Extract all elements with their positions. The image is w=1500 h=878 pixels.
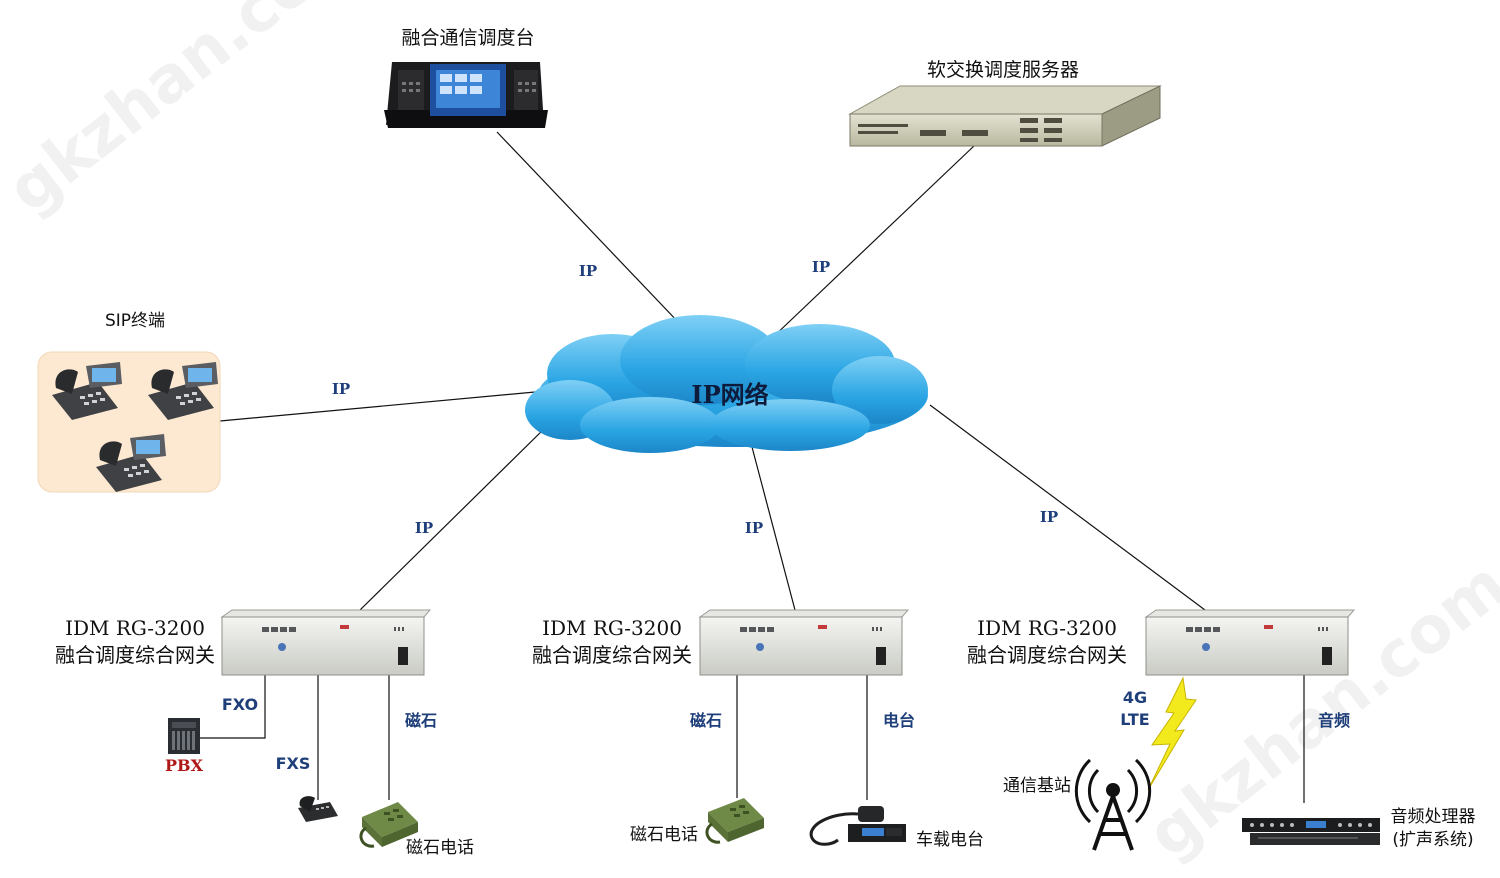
base-station-label: 通信基站 xyxy=(1003,776,1071,796)
softswitch-server: 软交换调度服务器 xyxy=(848,59,1162,147)
gateway-1-model: IDM RG-3200 xyxy=(65,616,205,640)
fxs-phone-icon xyxy=(298,796,338,822)
pbx-label: PBX xyxy=(165,756,204,775)
gateway-1 xyxy=(220,609,432,676)
gateway-1-desc: 融合调度综合网关 xyxy=(55,643,215,667)
vehicle-radio-label: 车载电台 xyxy=(916,830,984,850)
sip-terminals: SIP终端 xyxy=(37,311,221,493)
audio-label: 音频 xyxy=(1318,711,1350,730)
sip-phone-icon xyxy=(148,362,218,420)
link-server-cloud xyxy=(769,144,976,341)
vehicle-radio-icon xyxy=(809,806,906,846)
lte-label-line1: 4G xyxy=(1123,688,1147,707)
magneto-phone-1-label: 磁石电话 xyxy=(406,838,474,858)
gw1-magneto-label: 磁石 xyxy=(405,711,437,730)
connection-lines xyxy=(200,131,1305,803)
link-gw1-cloud xyxy=(359,424,549,611)
wireless-link-icon xyxy=(1147,676,1197,791)
link-console-cloud xyxy=(496,131,701,346)
audio-processor-icon xyxy=(1242,818,1380,845)
ip-network-cloud: IP网络 xyxy=(525,315,928,453)
magneto-phone-2-icon xyxy=(705,798,764,844)
gateway-labels: IDM RG-3200 融合调度综合网关 IDM RG-3200 融合调度综合网… xyxy=(55,616,1127,667)
gateway-2-model: IDM RG-3200 xyxy=(542,616,682,640)
sip-label: SIP终端 xyxy=(105,311,165,331)
magneto-phone-2-label: 磁石电话 xyxy=(630,825,698,845)
base-station-icon xyxy=(1074,758,1152,851)
magneto-phone-1-icon xyxy=(359,802,418,848)
link-gw3-cloud xyxy=(929,404,1206,611)
gateway-3 xyxy=(1144,609,1356,676)
ip-link-labels: IP IP IP IP IP IP xyxy=(332,258,1058,537)
gateway-2-desc: 融合调度综合网关 xyxy=(532,643,692,667)
link-sip-cloud xyxy=(219,391,536,422)
dispatch-console: 融合通信调度台 xyxy=(384,27,548,128)
cloud-label: IP网络 xyxy=(691,380,768,409)
sip-phone-icon xyxy=(52,362,122,420)
ip-label-gw2: IP xyxy=(745,519,763,537)
ip-label-gw3: IP xyxy=(1040,508,1058,526)
audio-processor-label-line2: (扩声系统) xyxy=(1392,830,1473,850)
ip-label-gw1: IP xyxy=(415,519,433,537)
gateway-2 xyxy=(698,609,910,676)
gateway-3-desc: 融合调度综合网关 xyxy=(967,643,1127,667)
console-label: 融合通信调度台 xyxy=(401,27,534,49)
ip-label-sip: IP xyxy=(332,380,350,398)
ip-label-server: IP xyxy=(812,258,830,276)
gateway-3-model: IDM RG-3200 xyxy=(977,616,1117,640)
radio-label: 电台 xyxy=(883,711,915,730)
fxo-label: FXO xyxy=(222,695,258,714)
fxs-label: FXS xyxy=(276,754,311,773)
watermark-top-left: gkzhan.com xyxy=(0,0,381,228)
interface-labels: FXO FXS 磁石 磁石 电台 4G LTE 音频 xyxy=(222,688,1350,773)
pbx-device: PBX xyxy=(165,718,204,775)
gw2-magneto-label: 磁石 xyxy=(690,711,722,730)
lte-label-line2: LTE xyxy=(1120,710,1149,729)
link-gw1-pbx xyxy=(200,675,266,739)
link-gw2-cloud xyxy=(751,446,796,611)
ip-label-console: IP xyxy=(579,262,597,280)
server-label: 软交换调度服务器 xyxy=(927,59,1079,81)
audio-processor-label-line1: 音频处理器 xyxy=(1391,807,1476,827)
sip-phone-icon xyxy=(96,434,166,492)
